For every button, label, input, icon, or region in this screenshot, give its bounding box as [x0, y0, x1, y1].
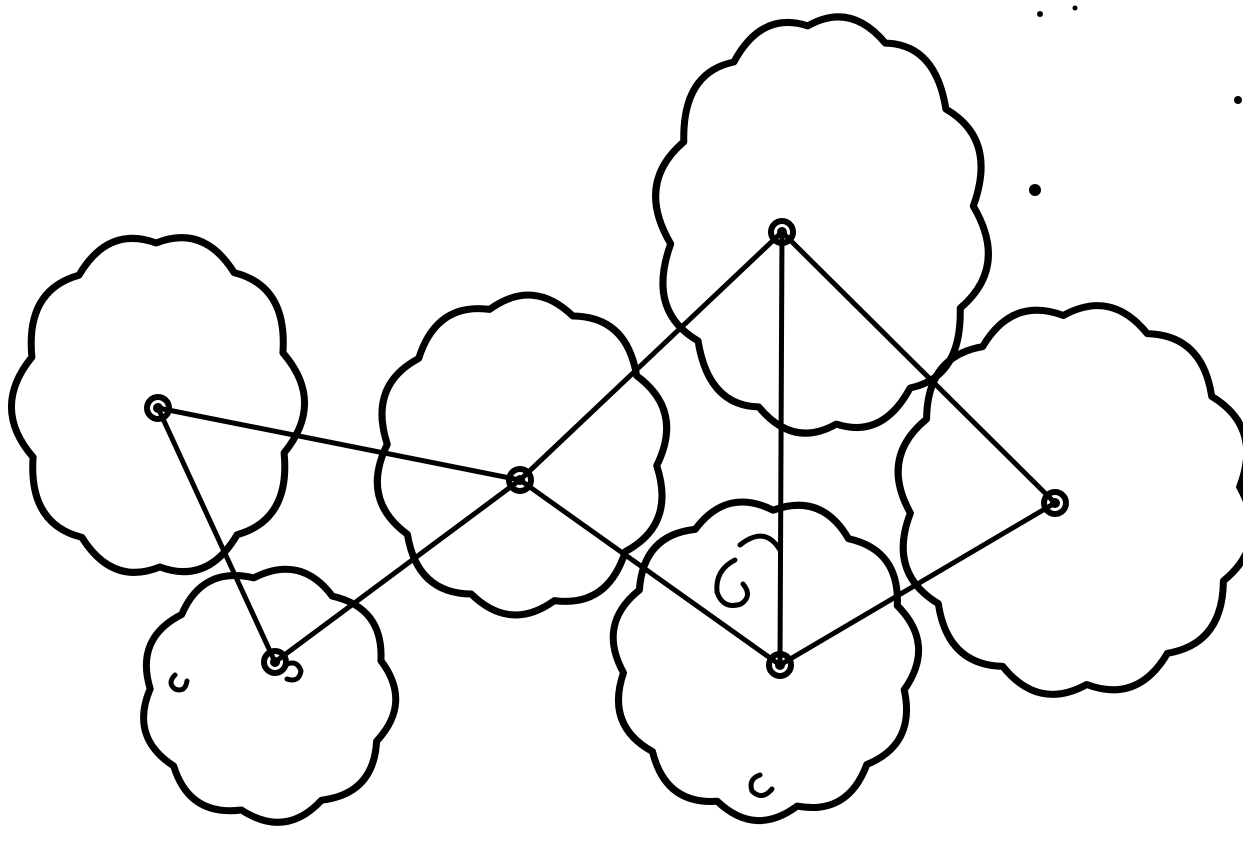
vertex-left-lower: [264, 651, 286, 673]
edge-left-upper-center: [158, 408, 520, 480]
cloud-center: [377, 295, 666, 615]
ink-speck-2: [1073, 6, 1078, 11]
edge-center-bottom-center: [520, 480, 780, 665]
edge-left-lower-center: [275, 480, 520, 662]
edge-center-top: [520, 232, 782, 480]
ink-speck-4: [1029, 184, 1041, 196]
cloud-left-lower: [144, 569, 396, 822]
ink-speck-1: [1037, 11, 1043, 17]
curl-mark-5: [751, 775, 772, 796]
vertex-right: [1044, 492, 1066, 514]
cloud-bottom-center: [613, 502, 918, 821]
curl-mark-2: [740, 536, 780, 550]
curl-mark-3: [171, 675, 187, 690]
edge-top-right: [782, 232, 1055, 503]
cloud-right: [898, 306, 1243, 695]
edge-left-upper-left-lower: [158, 408, 275, 662]
edge-top-bottom-center: [780, 232, 782, 665]
curl-mark-1: [717, 560, 748, 606]
curl-mark-4: [285, 663, 301, 680]
ink-speck-3: [1234, 96, 1242, 104]
